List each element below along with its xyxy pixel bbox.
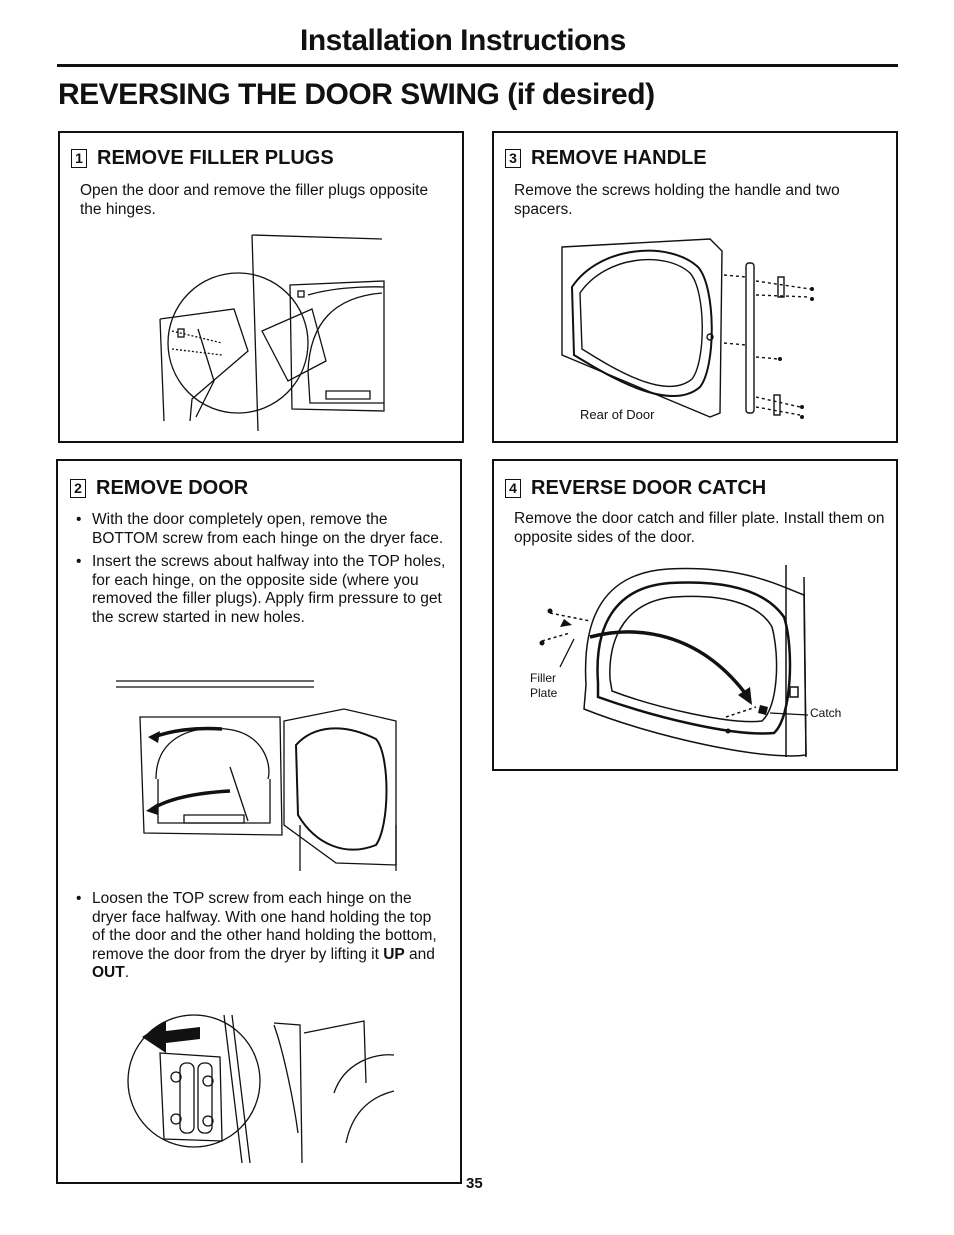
- step-2-bullet-3: •Loosen the TOP screw from each hinge on…: [76, 890, 437, 981]
- section-title: REVERSING THE DOOR SWING (if desired): [58, 78, 655, 111]
- rear-of-door-label: Rear of Door: [580, 407, 655, 422]
- header-title: Installation Instructions: [300, 24, 626, 57]
- step-3-panel: 3 REMOVE HANDLE Remove the screws holdin…: [492, 131, 898, 443]
- step-4-number: 4: [505, 479, 521, 498]
- step-2-illustration-b: [127, 1014, 395, 1164]
- step-4-panel: 4 REVERSE DOOR CATCH Remove the door cat…: [492, 459, 898, 771]
- step-1-panel: 1 REMOVE FILLER PLUGS Open the door and …: [58, 131, 464, 443]
- step-1-heading: 1 REMOVE FILLER PLUGS: [71, 147, 334, 170]
- step-2-out: OUT: [92, 964, 125, 981]
- step-1-title: REMOVE FILLER PLUGS: [97, 147, 334, 169]
- step-2-number: 2: [70, 479, 86, 498]
- page-number: 35: [466, 1175, 483, 1192]
- step-4-text: Remove the door catch and filler plate. …: [514, 510, 885, 546]
- step-2-up: UP: [383, 945, 405, 963]
- step-1-number: 1: [71, 149, 87, 168]
- step-2-bullet-2: Insert the screws about halfway into the…: [74, 553, 448, 627]
- step-3-text: Remove the screws holding the handle and…: [514, 182, 840, 218]
- step-4-heading: 4 REVERSE DOOR CATCH: [505, 477, 766, 500]
- step-2-end: .: [124, 964, 130, 981]
- step-2-heading: 2 REMOVE DOOR: [70, 477, 248, 500]
- step-3-heading: 3 REMOVE HANDLE: [505, 147, 707, 170]
- step-2-panel: 2 REMOVE DOOR With the door completely o…: [56, 459, 462, 1184]
- step-3-title: REMOVE HANDLE: [531, 147, 707, 169]
- step-4-title: REVERSE DOOR CATCH: [531, 477, 767, 499]
- step-2-bullet-3-text: Loosen the TOP screw from each hinge on …: [92, 890, 437, 963]
- step-2-bullet-1: With the door completely open, remove th…: [74, 511, 448, 548]
- step-4-illustration: [539, 565, 809, 758]
- step-2-title: REMOVE DOOR: [96, 477, 249, 499]
- step-1-text: Open the door and remove the filler plug…: [80, 182, 429, 218]
- filler-label-line2: Plate: [530, 686, 558, 700]
- catch-label: Catch: [810, 706, 842, 720]
- step-2-bullets: With the door completely open, remove th…: [74, 511, 448, 632]
- step-3-number: 3: [505, 149, 521, 168]
- filler-plate-label: Filler Plate: [530, 671, 557, 701]
- step-1-illustration: [159, 234, 385, 432]
- step-2-and: and: [404, 945, 435, 963]
- step-3-illustration: [561, 238, 814, 419]
- header-rule: [57, 64, 898, 67]
- step-2-illustration-a: [116, 680, 397, 871]
- filler-label-line1: Filler: [530, 671, 556, 685]
